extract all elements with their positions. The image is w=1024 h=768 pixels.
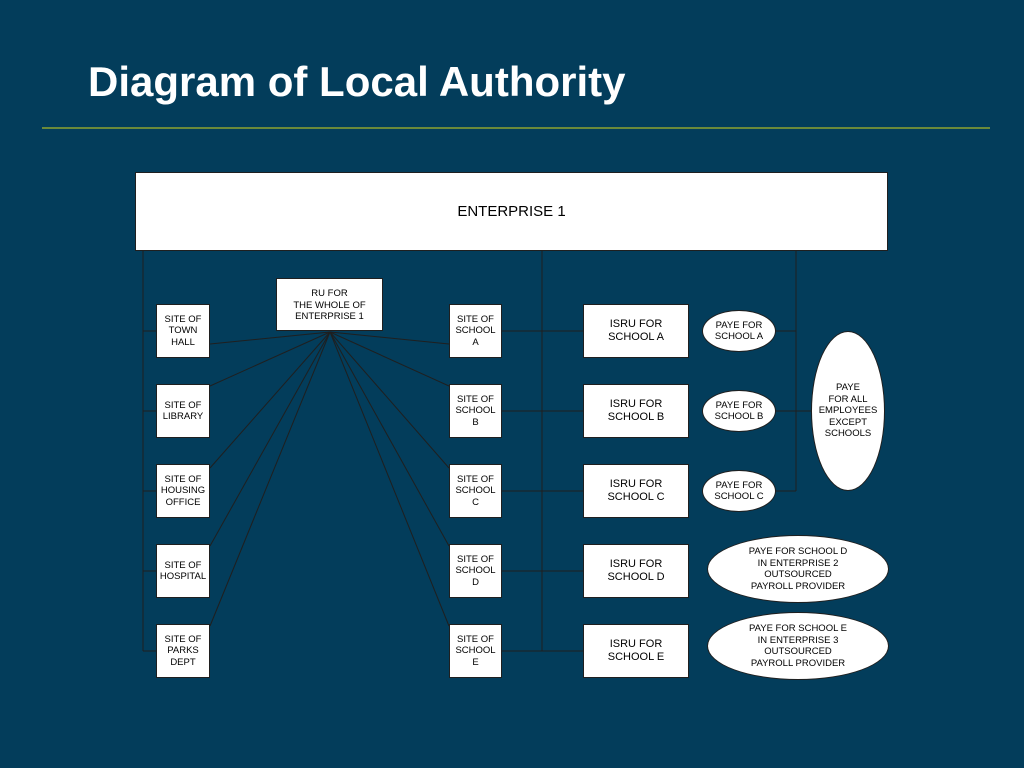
site-box-school-b: SITE OF SCHOOL B <box>449 384 502 438</box>
isru-box-school-e: ISRU FOR SCHOOL E <box>583 624 689 678</box>
paye-oval-school-e: PAYE FOR SCHOOL E IN ENTERPRISE 3 OUTSOU… <box>707 612 889 680</box>
site-box-town-hall: SITE OF TOWN HALL <box>156 304 210 358</box>
ru-link-school-d <box>329 331 450 547</box>
site-box-school-a: SITE OF SCHOOL A <box>449 304 502 358</box>
ru-link-town-hall <box>209 331 331 345</box>
site-box-library: SITE OF LIBRARY <box>156 384 210 438</box>
ru-link-library <box>209 331 331 387</box>
page-title: Diagram of Local Authority <box>88 58 626 105</box>
ru-link-hospital <box>209 331 331 547</box>
enterprise-box: ENTERPRISE 1 <box>135 172 888 251</box>
paye-oval-school-b: PAYE FOR SCHOOL B <box>702 390 776 432</box>
ru-link-school-e <box>329 331 450 627</box>
paye-oval-school-c: PAYE FOR SCHOOL C <box>702 470 776 512</box>
paye-oval-school-a: PAYE FOR SCHOOL A <box>702 310 776 352</box>
ru-link-school-a <box>329 331 450 345</box>
site-box-parks-dept: SITE OF PARKS DEPT <box>156 624 210 678</box>
ru-link-school-c <box>329 331 450 469</box>
isru-box-school-a: ISRU FOR SCHOOL A <box>583 304 689 358</box>
isru-box-school-c: ISRU FOR SCHOOL C <box>583 464 689 518</box>
site-box-housing-office: SITE OF HOUSING OFFICE <box>156 464 210 518</box>
paye-oval-all-employees: PAYE FOR ALL EMPLOYEES EXCEPT SCHOOLS <box>811 331 885 491</box>
paye-oval-school-d: PAYE FOR SCHOOL D IN ENTERPRISE 2 OUTSOU… <box>707 535 889 603</box>
title-divider <box>42 127 990 129</box>
ru-box: RU FOR THE WHOLE OF ENTERPRISE 1 <box>276 278 383 331</box>
site-box-school-c: SITE OF SCHOOL C <box>449 464 502 518</box>
isru-box-school-d: ISRU FOR SCHOOL D <box>583 544 689 598</box>
site-box-hospital: SITE OF HOSPITAL <box>156 544 210 598</box>
site-box-school-e: SITE OF SCHOOL E <box>449 624 502 678</box>
site-box-school-d: SITE OF SCHOOL D <box>449 544 502 598</box>
isru-box-school-b: ISRU FOR SCHOOL B <box>583 384 689 438</box>
ru-link-parks <box>209 331 331 627</box>
ru-link-housing <box>209 331 331 469</box>
ru-link-school-b <box>329 331 450 387</box>
